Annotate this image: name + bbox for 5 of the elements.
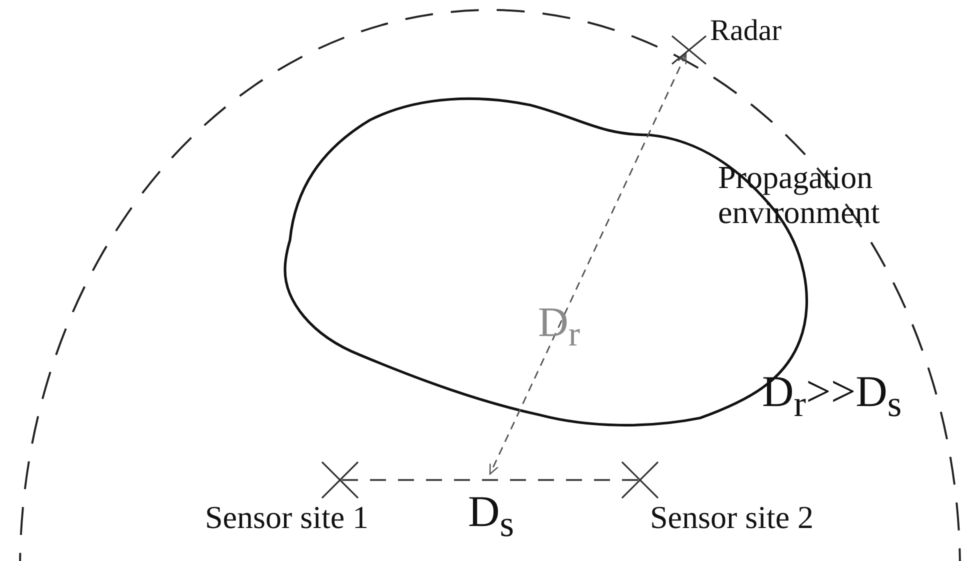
label-text: Sensor site 1 xyxy=(205,500,369,536)
distance-label: D$_{s}$ xyxy=(468,488,514,544)
distance-label: D$_{r}$ xyxy=(538,300,580,354)
label-text: Radar xyxy=(710,14,782,47)
label-text: Sensor site 2 xyxy=(650,500,814,536)
